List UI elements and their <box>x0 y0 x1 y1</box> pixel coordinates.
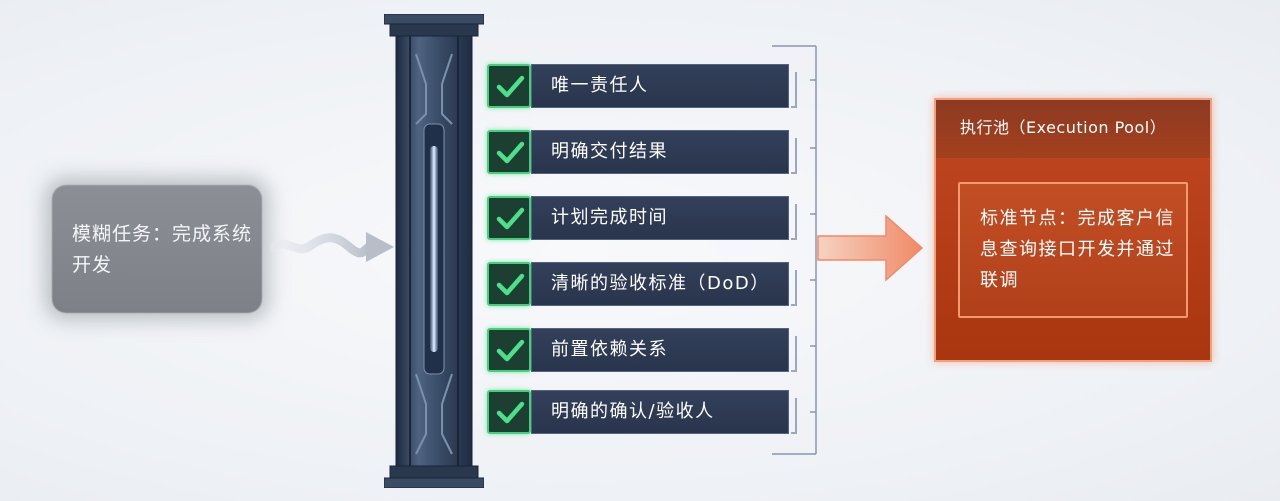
checklist-label: 明确的确认/验收人 <box>551 401 715 422</box>
check-icon <box>496 273 525 296</box>
check-box <box>487 328 531 372</box>
checklist-label: 清晰的验收标准（DoD） <box>551 273 770 294</box>
bar-edge <box>791 204 797 240</box>
check-box <box>487 196 531 240</box>
checklist-bar <box>531 328 789 372</box>
checklist-label: 唯一责任人 <box>551 75 649 96</box>
checklist-item: 清晰的验收标准（DoD） <box>487 262 797 306</box>
check-icon <box>496 401 525 424</box>
checklist-label: 前置依赖关系 <box>551 339 668 360</box>
right-arrow-icon <box>817 214 924 282</box>
check-icon <box>496 339 525 362</box>
checklist-label: 明确交付结果 <box>551 141 668 162</box>
bar-edge <box>791 398 797 434</box>
bar-edge <box>791 72 797 108</box>
pool-title: 执行池（Execution Pool） <box>960 118 1167 137</box>
check-icon <box>496 75 525 98</box>
checklist-item: 计划完成时间 <box>487 196 797 240</box>
standard-node-text: 标准节点：完成客户信息查询接口开发并通过联调 <box>980 208 1175 291</box>
check-box <box>487 130 531 174</box>
checklist-bar <box>531 262 789 306</box>
checklist-label: 计划完成时间 <box>551 207 668 228</box>
vague-task-card <box>52 185 262 313</box>
checklist-item: 前置依赖关系 <box>487 328 797 372</box>
standard-node-card <box>958 182 1188 318</box>
vague-task-text: 模糊任务：完成系统开发 <box>72 223 253 276</box>
pool-header <box>936 100 1210 158</box>
bar-edge <box>791 336 797 372</box>
list-bracket <box>772 45 817 455</box>
checklist-item: 唯一责任人 <box>487 64 797 108</box>
checklist-item: 明确交付结果 <box>487 130 797 174</box>
checklist-bar <box>531 390 789 434</box>
check-icon <box>496 141 525 164</box>
checklist-bar <box>531 196 789 240</box>
checklist-bar <box>531 130 789 174</box>
checklist-item: 明确的确认/验收人 <box>487 390 797 434</box>
filter-pillar <box>384 14 484 488</box>
check-box <box>487 390 531 434</box>
bar-edge <box>791 270 797 306</box>
check-box <box>487 262 531 306</box>
check-icon <box>496 207 525 230</box>
check-box <box>487 64 531 108</box>
wavy-arrow-icon <box>270 232 394 262</box>
bar-edge <box>791 138 797 174</box>
checklist-bar <box>531 64 789 108</box>
